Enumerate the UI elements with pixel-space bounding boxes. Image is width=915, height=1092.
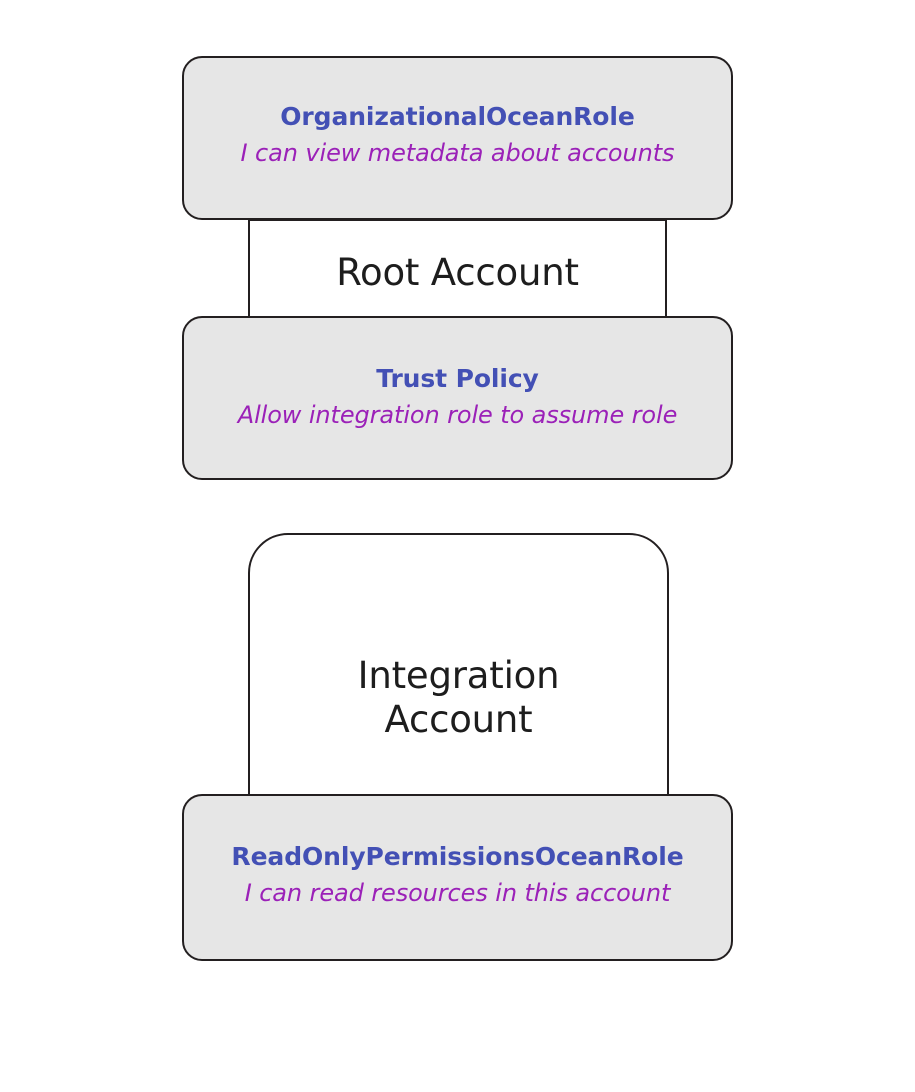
integration-account-left-connector xyxy=(248,770,250,804)
organizational-ocean-role-description: I can view metadata about accounts xyxy=(240,138,675,167)
trust-policy-card[interactable]: Trust Policy Allow integration role to a… xyxy=(182,316,733,480)
trust-policy-title: Trust Policy xyxy=(376,364,539,393)
integration-account-right-connector xyxy=(667,770,669,804)
root-account-right-connector xyxy=(665,219,667,318)
root-account-left-connector xyxy=(248,219,250,318)
organizational-ocean-role-card[interactable]: OrganizationalOceanRole I can view metad… xyxy=(182,56,733,220)
organizational-ocean-role-title: OrganizationalOceanRole xyxy=(280,102,635,131)
trust-policy-description: Allow integration role to assume role xyxy=(237,400,678,429)
root-account-label: Root Account xyxy=(336,251,579,294)
readonly-permissions-ocean-role-card[interactable]: ReadOnlyPermissionsOceanRole I can read … xyxy=(182,794,733,961)
integration-account-label: Integration Account xyxy=(357,654,560,741)
integration-account-container: Integration Account xyxy=(248,533,669,803)
root-account-container: Root Account xyxy=(248,219,667,318)
readonly-permissions-ocean-role-title: ReadOnlyPermissionsOceanRole xyxy=(231,842,684,871)
readonly-permissions-ocean-role-description: I can read resources in this account xyxy=(244,878,671,907)
